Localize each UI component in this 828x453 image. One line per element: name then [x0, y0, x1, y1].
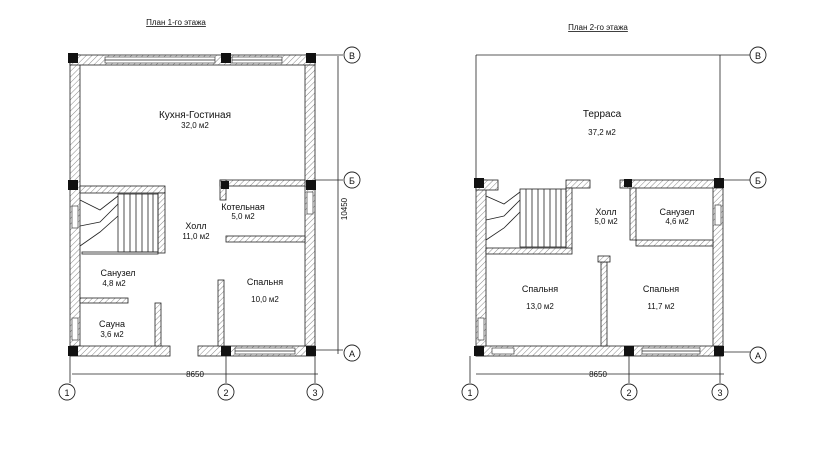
room-name: Спальня [643, 284, 679, 294]
room-area: 4,6 м2 [665, 217, 689, 226]
axis-bubble [58, 383, 76, 401]
room-area: 5,0 м2 [231, 212, 255, 221]
wall-bath-left [629, 187, 637, 241]
room-area: 5,0 м2 [594, 217, 618, 226]
axis-label: 2 [626, 388, 631, 398]
axis-label: А [349, 349, 355, 359]
axis-label: А [755, 351, 761, 361]
room-area: 4,8 м2 [102, 279, 126, 288]
plan-1: План 1-го этажа [58, 18, 361, 401]
wall-stair-right [157, 192, 166, 254]
room-name: Спальня [522, 284, 558, 294]
axis-label: 2 [223, 388, 228, 398]
room-area: 13,0 м2 [526, 302, 554, 311]
wall-bedroom-divider [600, 261, 608, 347]
room-name: Котельная [221, 202, 265, 212]
staircase [79, 193, 159, 255]
room-area: 32,0 м2 [181, 121, 209, 130]
wall-sauna-right [154, 302, 162, 347]
wall-bath-bottom [79, 297, 129, 304]
plan-2: План 2-го этажа [461, 23, 767, 401]
wall-divider-cap [597, 255, 611, 263]
axis-bubble [749, 171, 767, 189]
window [71, 317, 79, 341]
axis-bubble [343, 344, 361, 362]
room-name: Холл [185, 221, 206, 231]
width-dimension: 8650 [186, 370, 204, 379]
room-name: Холл [595, 207, 616, 217]
plan-2-title: План 2-го этажа [568, 23, 628, 32]
room-name: Терраса [583, 109, 622, 120]
staircase [485, 188, 567, 248]
wall-boiler-top [219, 179, 306, 187]
room-name: Санузел [100, 268, 135, 278]
axis-label: В [349, 51, 355, 61]
wall-stair-top [79, 185, 166, 194]
axis-bubble [217, 383, 235, 401]
axis-label: 3 [312, 388, 317, 398]
window [306, 191, 314, 215]
room-area: 3,6 м2 [100, 330, 124, 339]
axis-bubble [749, 46, 767, 64]
axis-bubble [343, 46, 361, 64]
axis-label: Б [349, 176, 355, 186]
axis-label: 1 [467, 388, 472, 398]
wall-bottom-left [69, 345, 171, 357]
axis-bubble [306, 383, 324, 401]
axis-label: В [755, 51, 761, 61]
wall-top-right [619, 179, 724, 189]
wall-bedroom-left [217, 279, 225, 347]
room-name: Спальня [247, 277, 283, 287]
axis-label: 3 [717, 388, 722, 398]
wall-bath-bottom [635, 239, 714, 247]
axis-bubble [711, 383, 729, 401]
width-dimension: 8650 [589, 370, 607, 379]
room-area: 37,2 м2 [588, 128, 616, 137]
wall-boiler-bottom [225, 235, 306, 243]
wall-top-mid [565, 179, 591, 189]
height-dimension: 10450 [340, 197, 349, 220]
wall-stair-right [565, 187, 573, 249]
room-area: 11,0 м2 [182, 232, 210, 241]
axis-bubble [749, 346, 767, 364]
window [714, 204, 722, 226]
window [477, 317, 485, 341]
wall-left [69, 54, 81, 356]
axis-bubble [461, 383, 479, 401]
plan-1-title: План 1-го этажа [146, 18, 206, 27]
axis-bubble [620, 383, 638, 401]
axis-label: Б [755, 176, 761, 186]
room-area: 10,0 м2 [251, 295, 279, 304]
room-name: Кухня-Гостиная [159, 110, 231, 121]
wall-boiler-left [219, 179, 227, 201]
window [491, 347, 515, 355]
wall-stair-bottom [485, 247, 573, 255]
axis-bubble [343, 171, 361, 189]
window [71, 205, 79, 229]
room-name: Санузел [659, 207, 694, 217]
room-area: 11,7 м2 [647, 302, 675, 311]
room-name: Сауна [99, 319, 125, 329]
axis-label: 1 [64, 388, 69, 398]
